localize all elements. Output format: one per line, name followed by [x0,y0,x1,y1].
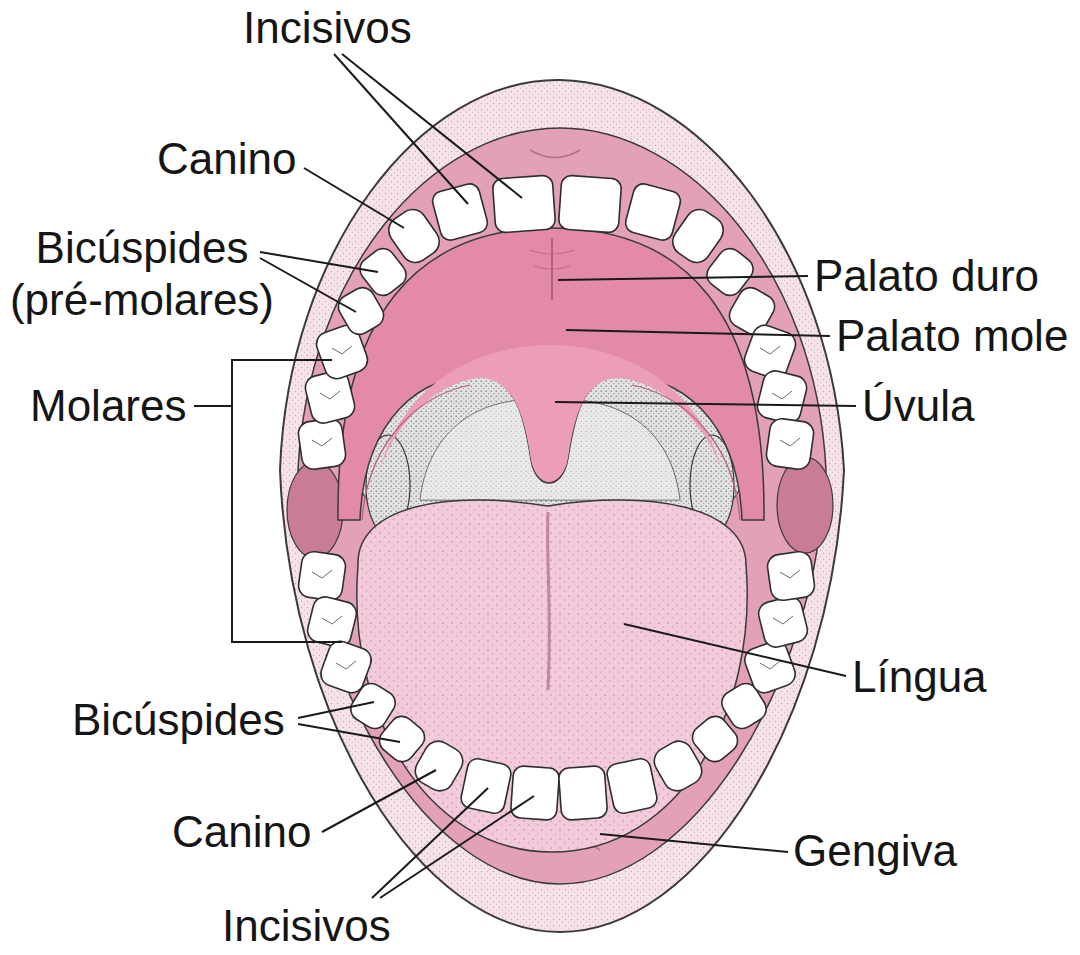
cusp-marks [312,346,800,669]
upper-teeth [297,175,815,471]
tooth [765,417,815,471]
cusp-mark [760,570,800,669]
cheek [777,457,833,553]
palate-arch [362,385,470,520]
leader-line [372,788,488,898]
tooth [741,638,798,696]
part-label: Palato mole [836,310,1068,362]
lower-teeth [297,550,816,820]
leader-line [555,402,856,406]
tooth [756,594,810,649]
part-label: Incisivos [243,2,412,54]
leader-line [566,330,830,336]
part-label: Úvula [862,380,975,432]
soft-palate [380,345,722,482]
cusp-mark [760,346,800,446]
part-label: Palato duro [814,250,1039,302]
bracket [194,360,342,642]
part-label: Bicúspides [72,694,285,746]
tooth [605,757,658,815]
palate-arch [632,385,740,520]
leader-line [322,770,436,832]
tooth [623,182,682,243]
part-label: Bicúspides (pré-molares) [4,222,280,326]
leader-line [260,258,356,312]
tooth [297,550,347,602]
tooth [558,175,622,233]
leader-line [334,54,468,204]
leader-line [304,168,404,228]
leader-line [600,834,788,852]
part-label: Língua [852,651,987,703]
lips [280,80,844,932]
tooth [297,417,347,471]
part-label: Incisivos [222,900,391,952]
leader-line [380,796,534,898]
tooth [492,175,556,233]
part-label: Canino [157,133,296,185]
gum-area [298,128,826,884]
palatine-rugae [530,250,574,269]
leader-line [298,702,374,718]
part-label: Gengiva [793,825,957,877]
part-label: Canino [172,806,311,858]
leader-line [298,724,400,742]
cusp-mark [312,570,356,669]
tooth [766,550,816,602]
cheek [287,462,343,558]
part-label: Molares [30,380,187,432]
tooth [558,765,608,820]
palate [338,228,764,520]
tooth [410,736,468,796]
leader-line [342,54,522,198]
tooth [430,182,489,243]
tooth [755,368,809,425]
tongue [357,500,747,852]
gum-fold [530,150,580,158]
tooth [510,765,560,820]
leader-line [558,276,808,280]
tongue-groove [548,512,550,690]
leader-line [624,624,846,676]
